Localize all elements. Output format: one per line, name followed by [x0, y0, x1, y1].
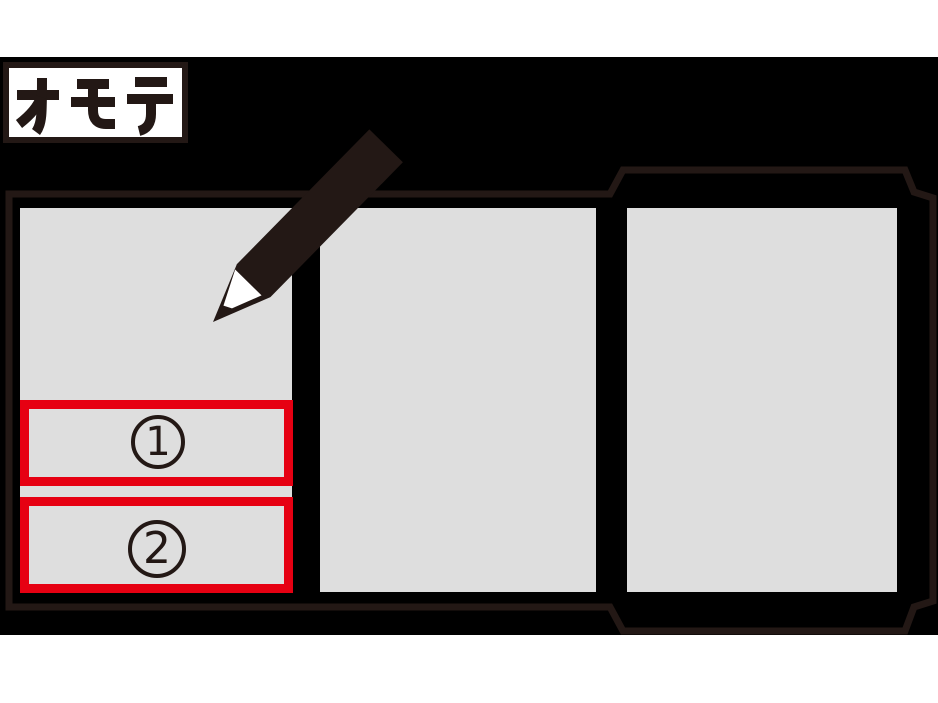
glyph-o [15, 95, 46, 128]
highlight-box-1 [20, 400, 293, 486]
panel-right [627, 208, 897, 592]
glyph-mo [88, 84, 115, 129]
omote-label: オモテ [3, 62, 188, 143]
glyph-te [137, 99, 156, 136]
callout-number-1: 1 [145, 419, 171, 465]
callout-circle-2: 2 [128, 520, 186, 578]
callout-number-2: 2 [143, 523, 171, 574]
highlight-box-2 [20, 497, 293, 593]
panel-middle [320, 208, 596, 592]
omote-label-glyphs [15, 77, 173, 136]
glyph-o [31, 77, 47, 135]
callout-circle-1: 1 [131, 415, 185, 469]
